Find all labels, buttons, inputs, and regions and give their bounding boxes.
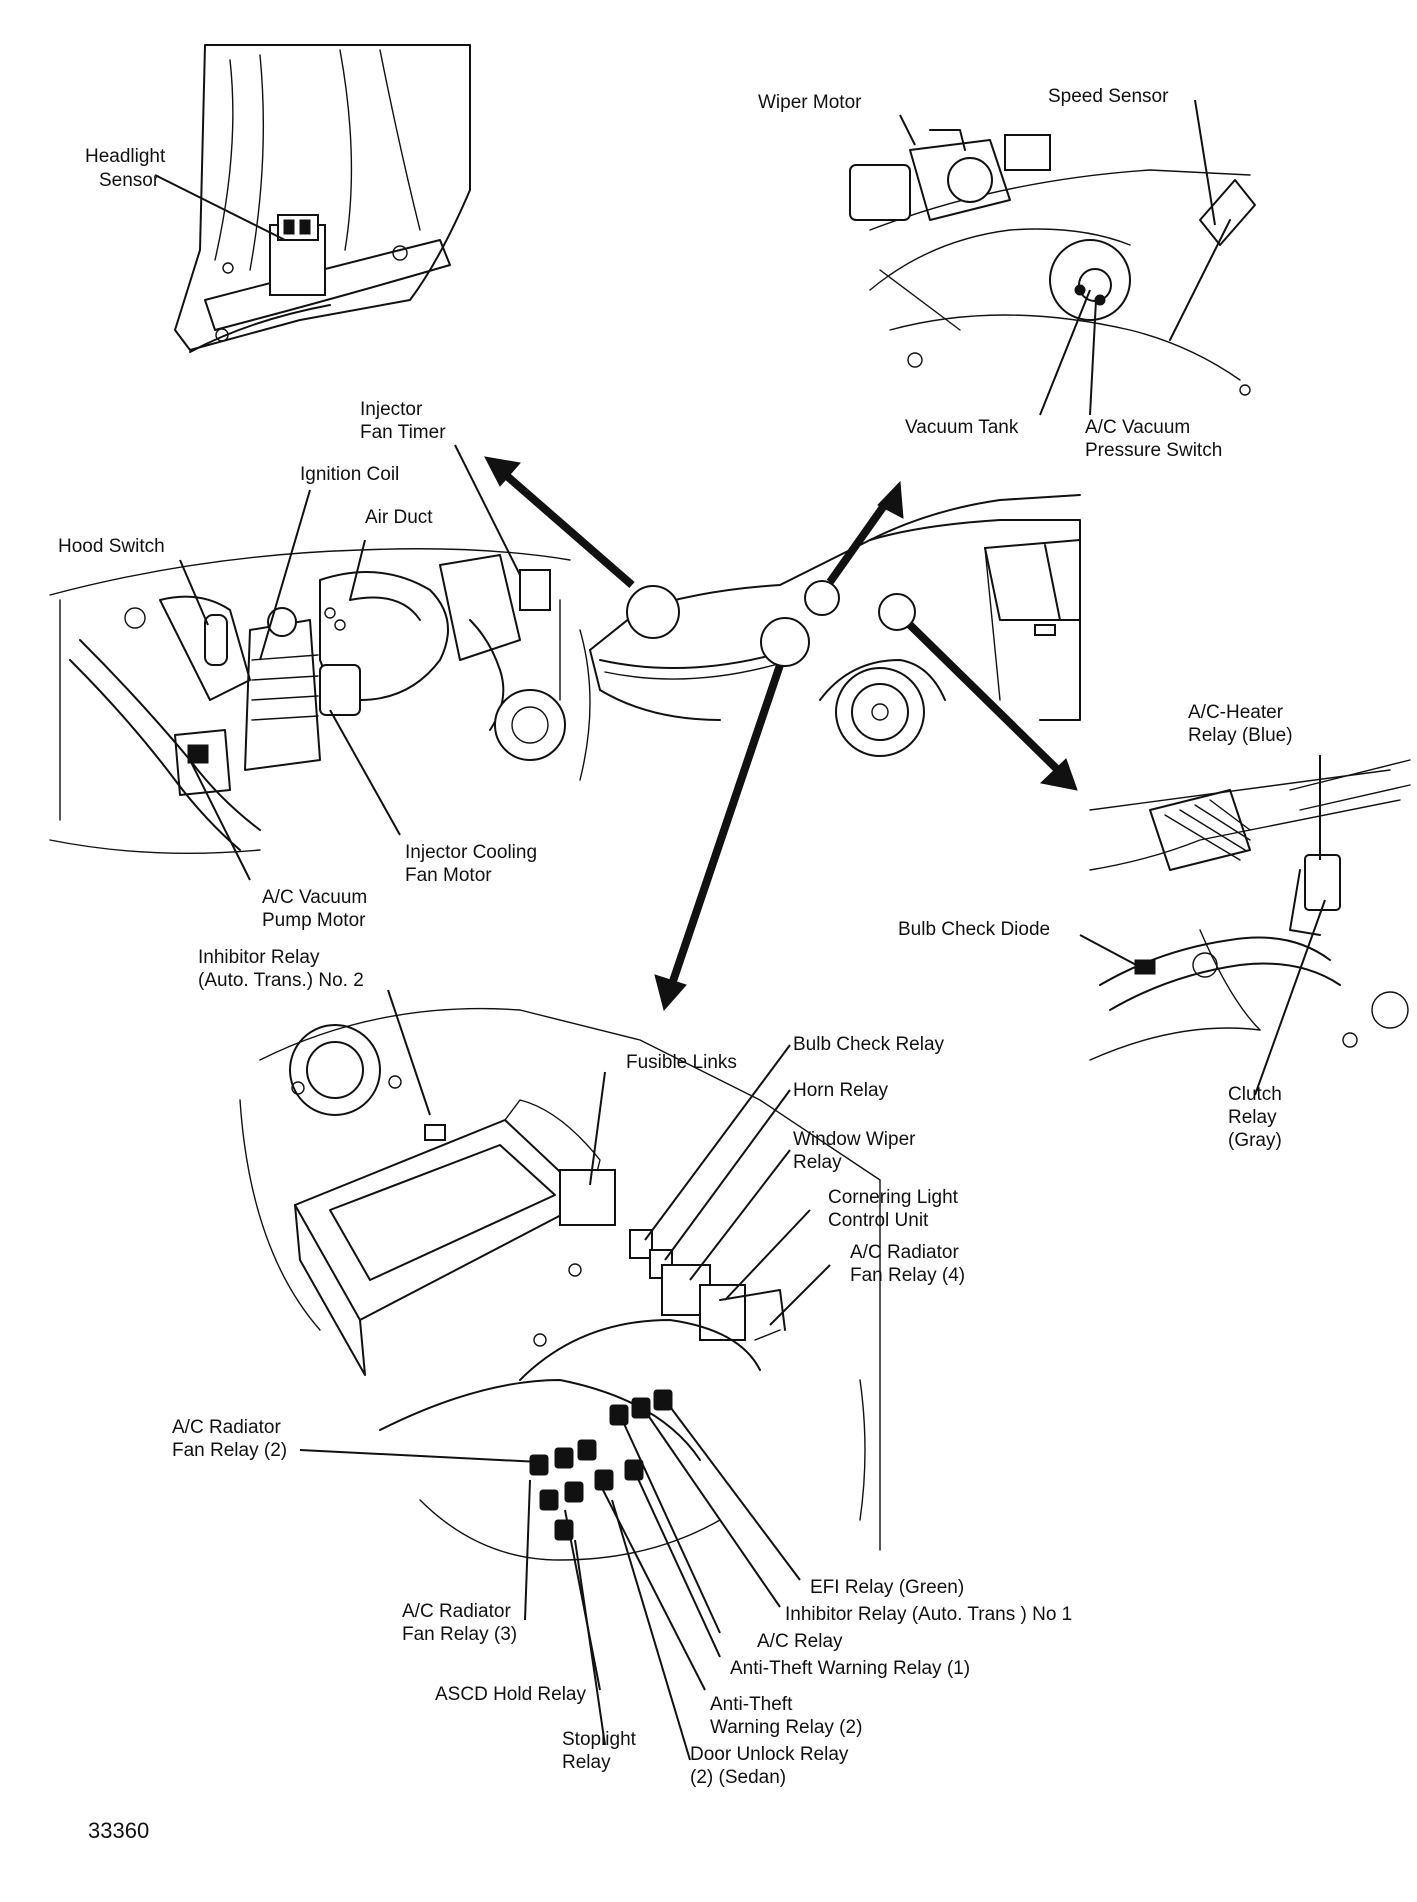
label-injector-cooling-fan-motor: Injector Cooling Fan Motor bbox=[405, 842, 542, 886]
relay-box-panel bbox=[239, 1007, 881, 1561]
label-ac-radiator-fan-relay-2: A/C Radiator Fan Relay (2) bbox=[172, 1417, 287, 1461]
label-headlight-sensor: Headlight Sensor bbox=[85, 146, 171, 191]
label-ac-relay: A/C Relay bbox=[757, 1631, 843, 1652]
label-vacuum-tank: Vacuum Tank bbox=[905, 417, 1019, 438]
label-speed-sensor: Speed Sensor bbox=[1048, 86, 1169, 107]
label-efi-relay: EFI Relay (Green) bbox=[810, 1577, 964, 1598]
label-injector-fan-timer: Injector Fan Timer bbox=[360, 399, 446, 443]
callout-arrows bbox=[484, 456, 1078, 1012]
headlight-sensor-panel bbox=[174, 44, 471, 353]
label-bulb-check-diode: Bulb Check Diode bbox=[898, 919, 1050, 940]
labels: Headlight Sensor Wiper Motor Speed Senso… bbox=[58, 86, 1293, 1843]
label-wiper-motor: Wiper Motor bbox=[758, 92, 862, 113]
label-fusible-links: Fusible Links bbox=[626, 1052, 737, 1073]
label-window-wiper-relay: Window Wiper Relay bbox=[793, 1129, 921, 1173]
wiper-motor-panel bbox=[849, 129, 1256, 396]
label-anti-theft-warning-relay-2: Anti-Theft Warning Relay (2) bbox=[710, 1694, 862, 1738]
label-inhibitor-relay-no1: Inhibitor Relay (Auto. Trans ) No 1 bbox=[785, 1604, 1072, 1625]
relay-cluster bbox=[529, 1389, 673, 1541]
label-stoplight-relay: Stoplight Relay bbox=[562, 1729, 641, 1773]
relay-right-panel bbox=[1089, 759, 1411, 1061]
car-illustration bbox=[589, 494, 1081, 757]
label-horn-relay: Horn Relay bbox=[793, 1080, 889, 1101]
figure-number: 33360 bbox=[88, 1818, 149, 1843]
label-cornering-light-control-unit: Cornering Light Control Unit bbox=[828, 1187, 963, 1231]
label-clutch-relay: Clutch Relay (Gray) bbox=[1228, 1084, 1287, 1151]
label-bulb-check-relay: Bulb Check Relay bbox=[793, 1034, 945, 1055]
label-ac-vacuum-pressure-switch: A/C Vacuum Pressure Switch bbox=[1085, 417, 1222, 461]
label-air-duct: Air Duct bbox=[365, 507, 433, 528]
label-ac-radiator-fan-relay-4: A/C Radiator Fan Relay (4) bbox=[850, 1242, 965, 1286]
label-anti-theft-warning-relay-1: Anti-Theft Warning Relay (1) bbox=[730, 1658, 970, 1679]
label-ac-heater-relay: A/C-Heater Relay (Blue) bbox=[1188, 702, 1293, 746]
label-hood-switch: Hood Switch bbox=[58, 536, 165, 557]
leader-lines bbox=[154, 99, 1326, 1761]
label-ignition-coil: Ignition Coil bbox=[300, 464, 399, 485]
engine-left-panel bbox=[49, 548, 591, 855]
label-door-unlock-relay: Door Unlock Relay (2) (Sedan) bbox=[690, 1744, 854, 1788]
label-ac-radiator-fan-relay-3: A/C Radiator Fan Relay (3) bbox=[402, 1601, 517, 1645]
label-ascd-hold-relay: ASCD Hold Relay bbox=[435, 1684, 586, 1705]
label-inhibitor-relay-no2: Inhibitor Relay (Auto. Trans.) No. 2 bbox=[198, 947, 364, 991]
label-ac-vacuum-pump-motor: A/C Vacuum Pump Motor bbox=[262, 887, 373, 931]
